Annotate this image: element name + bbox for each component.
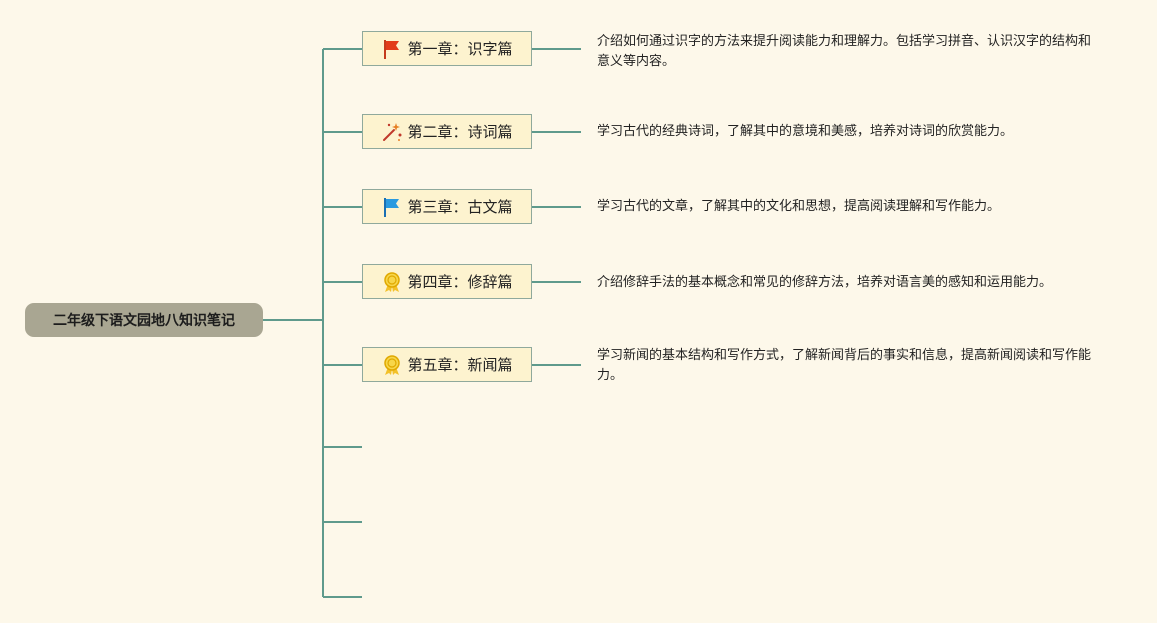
chapter-label: 第三章：古文篇 xyxy=(407,198,513,216)
chapter-node-2[interactable]: 第二章：诗词篇 xyxy=(362,114,532,149)
blue-flag-icon xyxy=(381,196,403,218)
chapter-label: 第一章：识字篇 xyxy=(407,40,513,58)
chapter-node-1[interactable]: 第一章：识字篇 xyxy=(362,31,532,66)
chapter-label: 第五章：新闻篇 xyxy=(407,356,513,374)
chapter-description-2: 学习古代的经典诗词，了解其中的意境和美感，培养对诗词的欣赏能力。 xyxy=(597,124,1014,139)
chapter-description-1: 介绍如何通过识字的方法来提升阅读能力和理解力。包括学习拼音、认识汉字的结构和意义… xyxy=(597,34,1092,69)
chapter-label: 第四章：修辞篇 xyxy=(407,273,513,291)
chapter-description-4: 介绍修辞手法的基本概念和常见的修辞方法，培养对语言美的感知和运用能力。 xyxy=(597,275,1053,290)
award-ribbon-icon xyxy=(381,354,403,376)
chapter-description-5: 学习新闻的基本结构和写作方式，了解新闻背后的事实和信息，提高新闻阅读和写作能力。 xyxy=(597,348,1092,383)
root-title: 二年级下语文园地八知识笔记 xyxy=(53,313,235,329)
chapter-description-3: 学习古代的文章，了解其中的文化和思想，提高阅读理解和写作能力。 xyxy=(597,199,1001,214)
red-flag-icon xyxy=(381,38,403,60)
sparkle-wand-icon xyxy=(381,121,403,143)
chapter-node-3[interactable]: 第三章：古文篇 xyxy=(362,189,532,224)
root-topic[interactable]: 二年级下语文园地八知识笔记 xyxy=(25,303,263,337)
chapter-node-5[interactable]: 第五章：新闻篇 xyxy=(362,347,532,382)
chapter-node-4[interactable]: 第四章：修辞篇 xyxy=(362,264,532,299)
award-ribbon-icon xyxy=(381,271,403,293)
chapter-label: 第二章：诗词篇 xyxy=(407,123,513,141)
